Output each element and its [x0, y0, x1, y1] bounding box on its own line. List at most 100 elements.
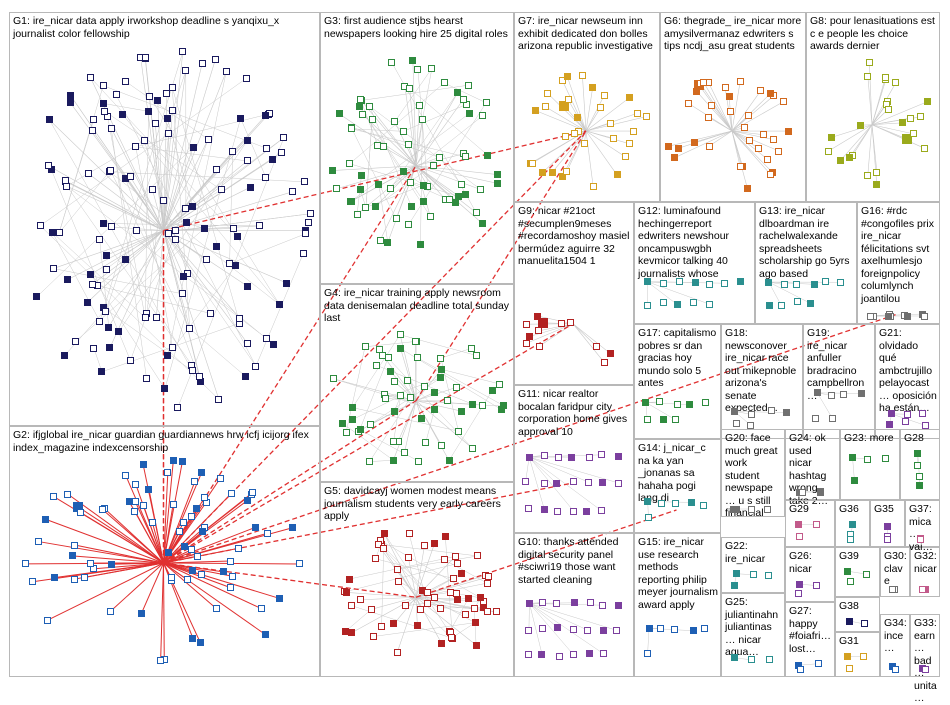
vertex-g1-13: [90, 116, 97, 123]
vertex-g3-59: [458, 181, 465, 188]
vertex-g3-42: [409, 57, 416, 64]
group-label-g23: G23: more: [844, 432, 897, 445]
vertex-g9-9: [526, 333, 533, 340]
vertex-g2-1: [188, 513, 195, 520]
vertex-g2-46: [164, 469, 171, 476]
vertex-g17-2: [674, 401, 681, 408]
vertex-g3-11: [362, 204, 369, 211]
vertex-g15-4: [701, 625, 708, 632]
vertex-g5-49: [471, 605, 478, 612]
vertex-g3-47: [428, 65, 435, 72]
vertex-g5-35: [431, 594, 438, 601]
vertex-g1-125: [172, 227, 179, 234]
group-label-g5: G5: davidcayj women modest means journal…: [324, 485, 511, 523]
vertex-g8-14: [917, 113, 924, 120]
vertex-g1-107: [172, 236, 179, 243]
vertex-g2-29: [180, 519, 187, 526]
vertex-g7-10: [630, 128, 637, 135]
group-label-g31: G31: [839, 635, 877, 648]
vertex-g5-40: [462, 611, 469, 618]
vertex-g6-2: [745, 112, 752, 119]
vertex-g1-24: [189, 203, 196, 210]
group-box-g4: G4: ire_nicar training apply newsroom da…: [320, 284, 514, 482]
vertex-g1-69: [270, 341, 277, 348]
vertex-g3-56: [333, 185, 340, 192]
vertex-g2-63: [42, 516, 49, 523]
vertex-g10-11: [584, 627, 591, 634]
vertex-g11-19: [598, 507, 605, 514]
vertex-g5-1: [378, 623, 385, 630]
vertex-g7-4: [581, 140, 588, 147]
group-label-g6: G6: thegrade_ ire_nicar more amysilverma…: [664, 15, 803, 53]
vertex-g26-0: [796, 581, 803, 588]
vertex-g7-7: [544, 90, 551, 97]
vertex-g36-2: [847, 536, 854, 543]
vertex-g13-2: [793, 281, 800, 288]
group-label-g2: G2: ifjglobal ire_nicar guardian guardia…: [13, 429, 317, 454]
vertex-g8-2: [892, 79, 899, 86]
vertex-g4-34: [412, 338, 419, 345]
vertex-g6-27: [785, 128, 792, 135]
vertex-g5-56: [394, 649, 401, 656]
vertex-g2-18: [51, 574, 58, 581]
vertex-g12-6: [737, 278, 744, 285]
group-label-g33: G33: earn… bad… unita…: [914, 617, 937, 705]
vertex-g15-0: [646, 625, 653, 632]
vertex-g1-89: [96, 236, 103, 243]
vertex-g8-23: [825, 148, 832, 155]
vertex-g3-7: [387, 185, 394, 192]
vertex-g13-8: [794, 298, 801, 305]
vertex-g1-64: [153, 314, 160, 321]
vertex-g1-127: [174, 404, 181, 411]
vertex-g1-61: [300, 250, 307, 257]
vertex-g2-56: [140, 502, 147, 509]
vertex-g15-5: [644, 650, 651, 657]
group-label-g18: G18: newsconover ire_nicar race out mike…: [725, 327, 800, 415]
vertex-g2-50: [157, 657, 164, 664]
vertex-g1-135: [100, 100, 107, 107]
vertex-g18-3: [783, 409, 790, 416]
vertex-g1-19: [262, 174, 269, 181]
vertex-g28-1: [914, 462, 921, 469]
vertex-g21-0: [888, 410, 895, 417]
vertex-g1-110: [196, 373, 203, 380]
group-label-g12: G12: luminafound hechingerreport edwrite…: [638, 205, 752, 280]
group-label-g13: G13: ire_nicar dlboardman ire rachelwale…: [759, 205, 854, 280]
vertex-g6-1: [775, 148, 782, 155]
group-label-g1: G1: ire_nicar data apply irworkshop dead…: [13, 15, 317, 40]
vertex-g2-9: [140, 461, 147, 468]
vertex-g5-41: [348, 602, 355, 609]
vertex-g2-5: [176, 528, 183, 535]
vertex-g2-26: [50, 493, 57, 500]
vertex-g6-32: [770, 136, 777, 143]
vertex-g3-50: [393, 215, 400, 222]
vertex-g3-33: [356, 103, 363, 110]
vertex-g7-28: [562, 133, 569, 140]
vertex-g1-123: [201, 225, 208, 232]
vertex-g2-71: [122, 472, 129, 479]
vertex-g39-2: [847, 578, 854, 585]
vertex-g2-57: [199, 528, 206, 535]
vertex-g3-23: [430, 162, 437, 169]
vertex-g11-14: [525, 505, 532, 512]
vertex-g2-41: [44, 617, 51, 624]
vertex-g10-3: [571, 599, 578, 606]
vertex-g19-5: [829, 415, 836, 422]
vertex-g6-19: [705, 114, 712, 121]
vertex-g6-12: [671, 154, 678, 161]
vertex-g5-44: [405, 554, 412, 561]
vertex-g1-37: [141, 137, 148, 144]
vertex-g4-18: [387, 368, 394, 375]
vertex-g7-26: [571, 130, 578, 137]
vertex-g4-30: [397, 345, 404, 352]
vertex-g4-36: [390, 457, 397, 464]
vertex-g3-9: [358, 172, 365, 179]
vertex-g10-19: [600, 650, 607, 657]
vertex-g1-58: [236, 315, 243, 322]
group-label-g38: G38: [839, 600, 877, 613]
vertex-g20-2: [764, 506, 771, 513]
vertex-g2-21: [189, 567, 196, 574]
vertex-g10-5: [599, 602, 606, 609]
vertex-g5-29: [441, 556, 448, 563]
vertex-g1-134: [45, 162, 52, 169]
